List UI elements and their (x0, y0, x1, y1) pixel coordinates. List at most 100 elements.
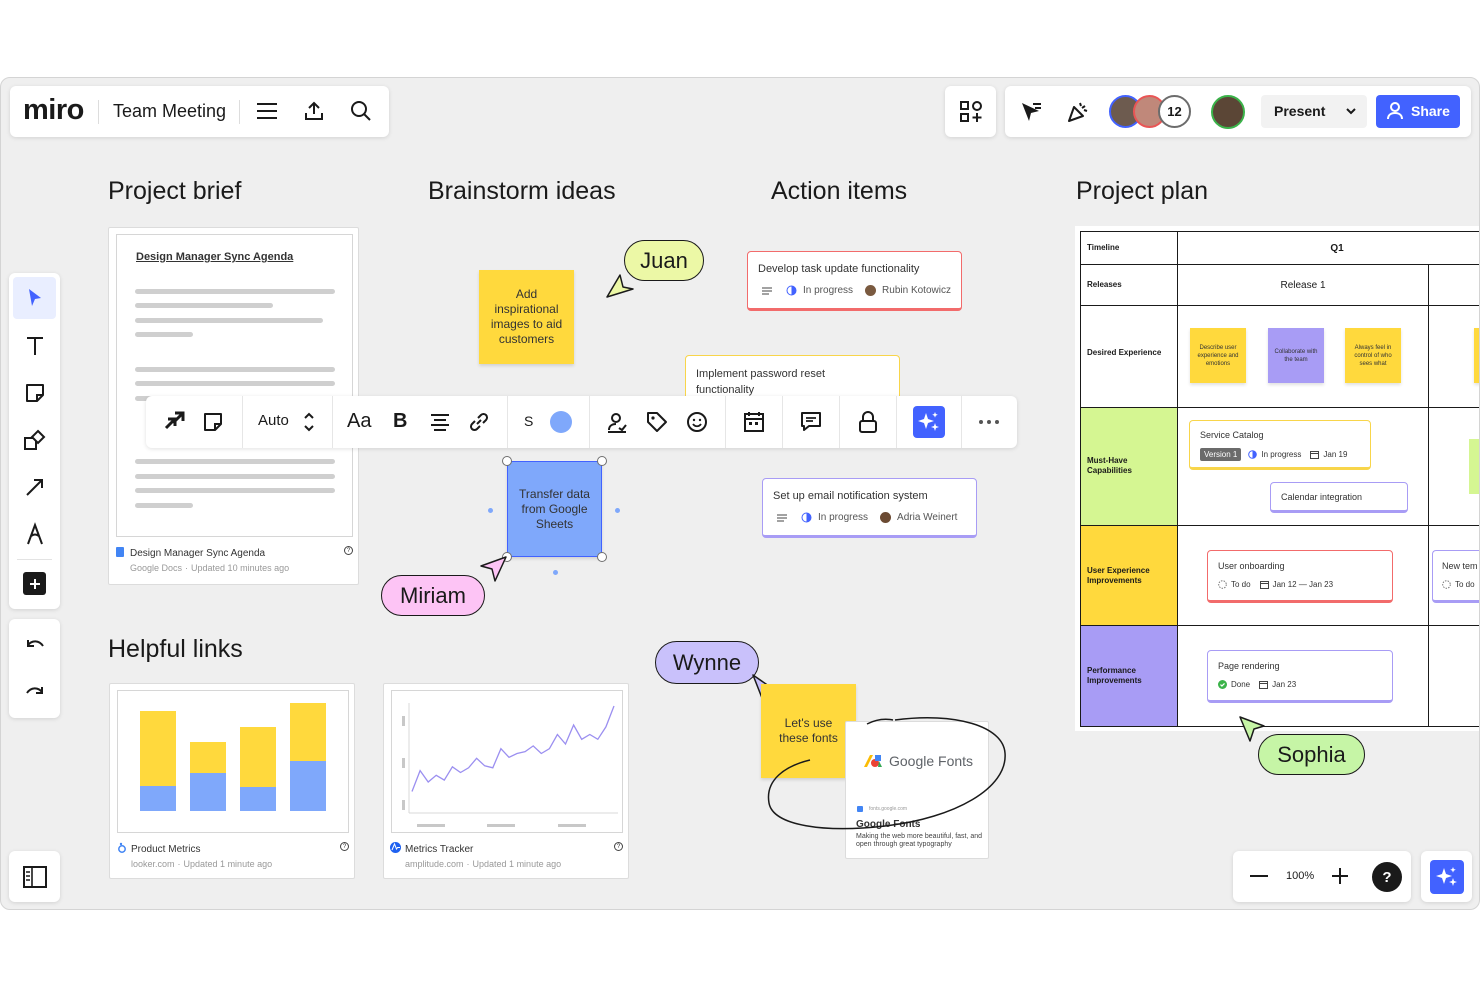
info-icon[interactable]: ? (344, 546, 353, 555)
sticky-note-tool-icon[interactable] (21, 379, 48, 406)
more-tools-icon[interactable] (23, 572, 46, 595)
connection-dot[interactable] (615, 508, 620, 513)
description-icon (762, 287, 772, 294)
calendar-icon (1259, 681, 1269, 689)
line-chart (402, 703, 618, 827)
shapes-apps-icon[interactable] (957, 98, 984, 125)
plan-sticky[interactable]: Always feel in control of who sees what (1345, 328, 1401, 383)
text-tool-icon[interactable] (21, 332, 48, 359)
search-icon[interactable] (348, 98, 374, 124)
toolbar-separator (782, 396, 783, 448)
font-family-button[interactable]: Aa (347, 410, 372, 432)
toolbar-separator (507, 396, 508, 448)
comment-icon[interactable] (798, 409, 824, 435)
sticky-note-type-icon[interactable] (200, 409, 226, 435)
size-button[interactable]: S (524, 413, 534, 429)
selection-handle[interactable] (597, 456, 607, 466)
emoji-icon[interactable] (684, 409, 710, 435)
link-meta: looker.com·Updated 1 minute ago (131, 859, 272, 869)
doc-text-line (135, 289, 335, 294)
selection-handle[interactable] (502, 552, 512, 562)
shapes-tool-icon[interactable] (21, 426, 48, 453)
redo-icon[interactable] (21, 679, 48, 706)
present-button[interactable]: Present (1261, 95, 1367, 128)
jira-icon[interactable] (161, 409, 187, 435)
plan-card-page-rendering[interactable]: Page rendering Done Jan 23 (1207, 650, 1393, 703)
link-icon[interactable] (466, 409, 492, 435)
selection-handle[interactable] (597, 552, 607, 562)
plan-card-onboarding[interactable]: User onboarding To do Jan 12 — Jan 23 (1207, 550, 1393, 603)
celebrate-icon[interactable] (1064, 98, 1091, 125)
section-title-helpful-links: Helpful links (108, 635, 243, 663)
select-tool[interactable] (13, 277, 56, 319)
plan-sticky[interactable] (1474, 328, 1479, 383)
align-center-icon[interactable] (427, 409, 453, 435)
sticky-note-selected[interactable]: Transfer data from Google Sheets (507, 461, 602, 557)
cursor-label-miriam: Miriam (381, 575, 485, 616)
bold-button[interactable]: B (393, 410, 408, 432)
toolbar-separator (839, 396, 840, 448)
link-card-product-metrics[interactable]: Product Metrics ? looker.com·Updated 1 m… (109, 683, 355, 879)
calendar-icon (1259, 581, 1269, 589)
action-card[interactable]: Set up email notification system In prog… (762, 478, 977, 538)
cell-desired-release-2 (1428, 305, 1479, 408)
selection-handle[interactable] (502, 456, 512, 466)
plan-card-service-catalog[interactable]: Service Catalog Version 1 In progress Ja… (1189, 420, 1371, 470)
card-meta: Version 1 In progress Jan 19 (1200, 448, 1347, 461)
plan-card-new-item[interactable]: New tem To do (1432, 550, 1479, 603)
ai-sparkle-icon[interactable] (1430, 860, 1464, 894)
plan-sticky[interactable]: Collaborate with the team (1268, 328, 1324, 383)
stepper-icon[interactable] (301, 409, 317, 435)
share-button[interactable]: Share (1376, 95, 1460, 128)
apps-panel (945, 86, 996, 137)
menu-icon[interactable] (254, 98, 280, 124)
help-button[interactable]: ? (1372, 862, 1402, 892)
cell-release-1: Release 1 (1177, 264, 1429, 306)
plan-sticky[interactable] (1469, 439, 1479, 494)
action-card[interactable]: Develop task update functionality In pro… (747, 251, 962, 311)
miro-logo[interactable]: miro (23, 94, 84, 126)
plan-sticky[interactable]: Describe user experience and emotions (1190, 328, 1246, 383)
export-icon[interactable] (301, 98, 327, 124)
cursor-follow-icon[interactable] (1017, 98, 1044, 125)
done-check-icon (1218, 680, 1227, 689)
in-progress-icon (786, 285, 797, 296)
color-picker[interactable] (550, 411, 572, 433)
pen-tool-icon[interactable] (21, 520, 48, 547)
font-size-auto[interactable]: Auto (258, 412, 289, 429)
toolbar-separator (242, 396, 243, 448)
link-source: amplitude.com (405, 859, 464, 869)
zoom-out-icon[interactable] (1247, 864, 1271, 888)
undo-icon[interactable] (21, 632, 48, 659)
toolbar-divider (17, 559, 52, 560)
info-icon[interactable]: ? (340, 842, 349, 851)
board-name[interactable]: Team Meeting (113, 101, 227, 121)
card-meta: Done Jan 23 (1218, 680, 1296, 689)
google-fonts-card[interactable]: Google Fonts fonts.google.com Google Fon… (845, 721, 989, 859)
sticky-note[interactable]: Let's use these fonts (761, 684, 856, 778)
connection-dot[interactable] (488, 508, 493, 513)
link-updated: Updated 1 minute ago (472, 859, 562, 869)
connector-tool-icon[interactable] (21, 473, 48, 500)
panel-toggle[interactable] (9, 851, 60, 902)
assign-user-icon[interactable] (604, 409, 630, 435)
board-canvas[interactable]: miro Team Meeting 12 Present (0, 77, 1480, 910)
doc-text-line (135, 474, 335, 479)
collaborator-count[interactable]: 12 (1158, 95, 1191, 128)
plan-card-calendar[interactable]: Calendar integration (1270, 482, 1408, 513)
tag-icon[interactable] (644, 409, 670, 435)
calendar-icon[interactable] (741, 409, 767, 435)
chevron-down-icon[interactable] (1345, 103, 1357, 124)
date-text: Jan 23 (1272, 680, 1297, 689)
lock-icon[interactable] (855, 409, 881, 435)
info-icon[interactable]: ? (614, 842, 623, 851)
link-card-metrics-tracker[interactable]: Metrics Tracker ? amplitude.com·Updated … (383, 683, 629, 879)
avatar[interactable] (1211, 95, 1245, 129)
more-options-icon[interactable] (976, 409, 1002, 435)
ai-assist-icon[interactable] (913, 406, 945, 438)
connection-dot[interactable] (553, 570, 558, 575)
zoom-level[interactable]: 100% (1286, 870, 1315, 882)
sticky-note[interactable]: Add inspirational images to aid customer… (479, 270, 574, 364)
project-plan-frame[interactable]: Timeline Q1 Releases Release 1 Desired E… (1075, 226, 1479, 731)
zoom-in-icon[interactable] (1328, 864, 1352, 888)
